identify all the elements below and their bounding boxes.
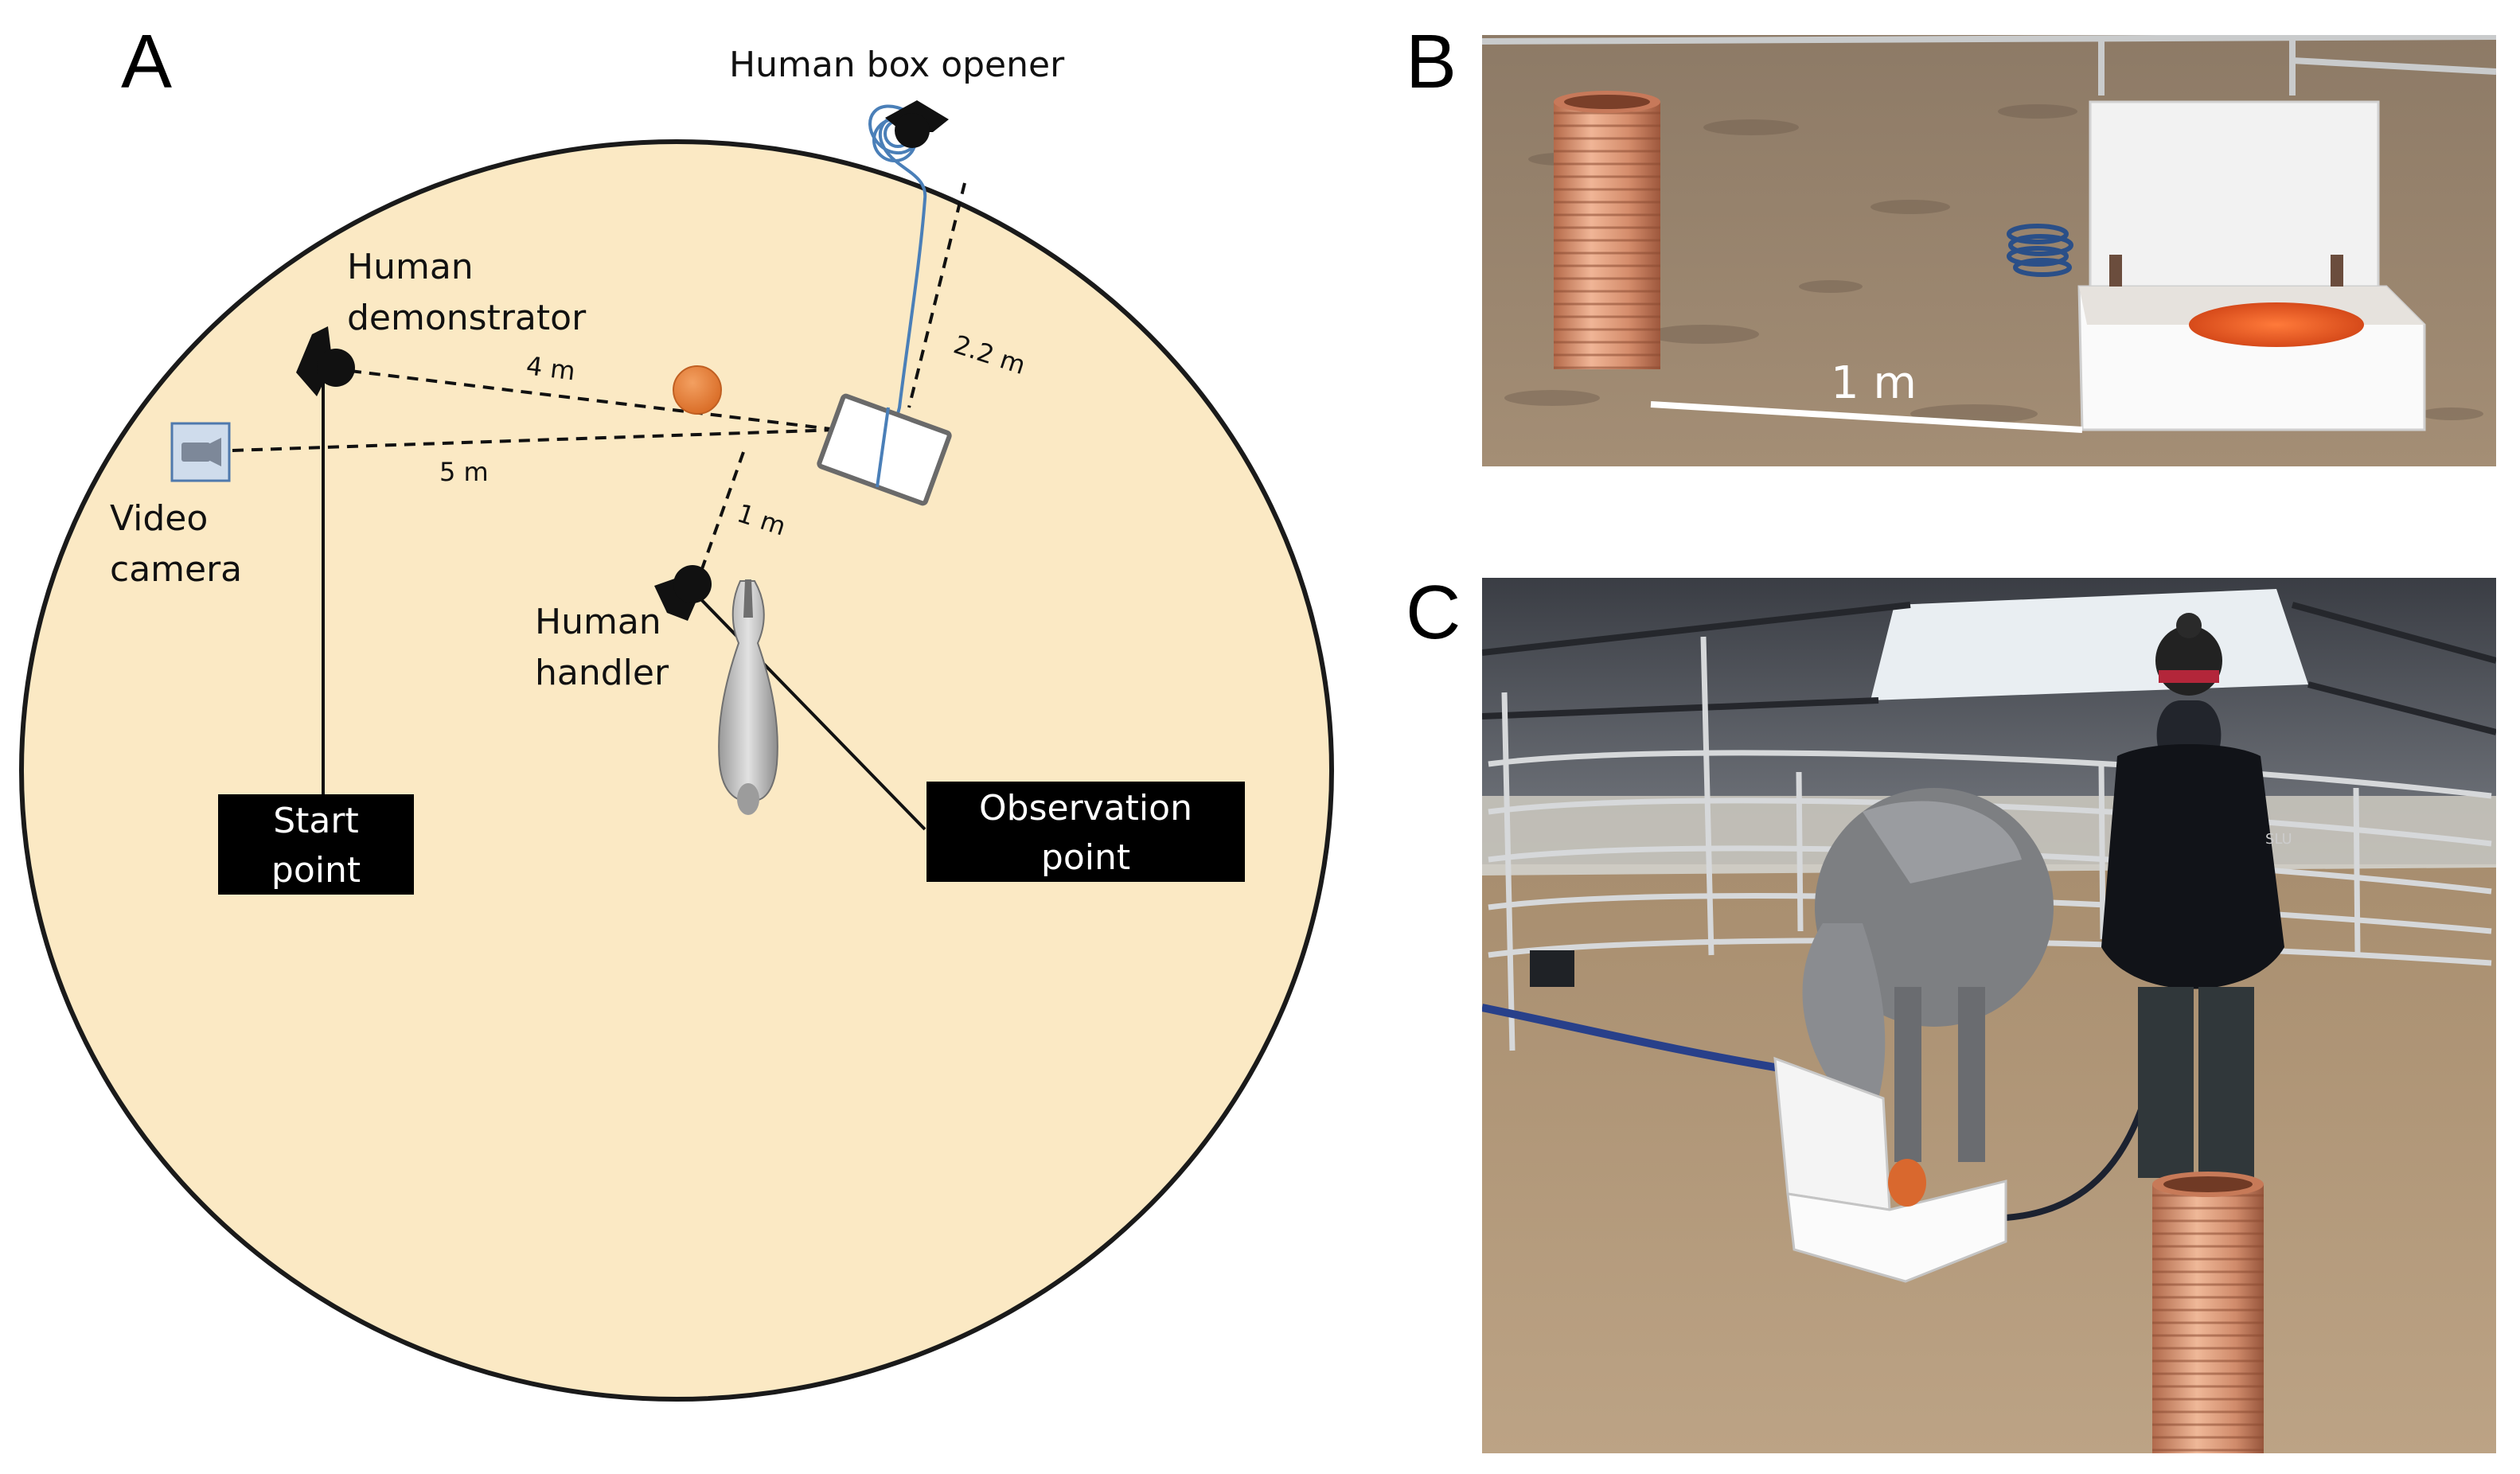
- person-handler: SLU: [2101, 613, 2292, 1178]
- observation-point-line2: point: [1041, 837, 1130, 878]
- feeding-box: [817, 393, 952, 506]
- box-rope-segment: [876, 407, 890, 488]
- line-handler-to-box: [697, 451, 745, 579]
- scale-bar-label: 1 m: [1831, 357, 1917, 409]
- panel-b-photo: 1 m: [1482, 35, 2496, 466]
- distance-5m: 5 m: [439, 457, 489, 487]
- label-video-camera-line2: camera: [110, 549, 242, 590]
- label-video-camera-line1: Video: [110, 498, 208, 539]
- start-point-line1: Start: [273, 801, 359, 841]
- line-camera-to-box: [232, 428, 838, 452]
- label-human-box-opener: Human box opener: [729, 45, 1065, 85]
- label-human-demonstrator-line2: demonstrator: [347, 298, 587, 338]
- observation-point-line1: Observation: [979, 788, 1192, 829]
- coiled-rope: [2007, 224, 2073, 277]
- orange-ball: [673, 365, 722, 415]
- panel-a: A: [19, 19, 1334, 1402]
- orange-pipe-c: [2152, 1172, 2264, 1453]
- panel-letter-a: A: [121, 19, 172, 104]
- skylight: [1870, 589, 2308, 700]
- observation-point-label: Observation point: [926, 782, 1245, 882]
- label-human-handler-line2: handler: [535, 653, 669, 693]
- distance-4m: 4 m: [525, 350, 577, 386]
- scale-bar: [1650, 401, 2083, 433]
- label-human-demonstrator-line1: Human: [347, 247, 474, 287]
- white-feeding-box: [2077, 100, 2426, 431]
- panel-letter-c: C: [1406, 570, 1461, 655]
- blue-rope: [1482, 1004, 1800, 1075]
- grey-horse: [1802, 788, 2054, 1162]
- orange-pipe: [1554, 91, 1660, 369]
- panel-letter-b: B: [1406, 19, 1457, 104]
- panel-c-photo: SLU: [1482, 578, 2496, 1453]
- panel-b: B: [1406, 19, 2496, 466]
- human-demonstrator-icon: [296, 326, 355, 396]
- jacket-logo-text: SLU: [2265, 831, 2292, 848]
- observation-point-pointer: [689, 587, 926, 831]
- human-box-opener-icon: [885, 100, 949, 148]
- arena-circle: [19, 139, 1334, 1402]
- horse-top-view-icon: [718, 579, 778, 815]
- distance-lines: [232, 182, 966, 579]
- line-demonstrator-to-box: [349, 369, 838, 431]
- start-point-label: Start point: [218, 794, 414, 895]
- bucket: [1530, 950, 1574, 987]
- panel-c: C: [1406, 570, 2496, 1453]
- human-handler-icon: [654, 565, 712, 621]
- fence: [1482, 35, 2496, 96]
- line-opener-to-box: [907, 182, 966, 408]
- label-human-handler-line1: Human: [535, 602, 661, 642]
- video-camera-icon: [170, 422, 231, 482]
- roof-beams: [1482, 602, 2496, 735]
- white-feeding-box-c: [1773, 1056, 2007, 1283]
- start-point-line2: point: [271, 850, 361, 891]
